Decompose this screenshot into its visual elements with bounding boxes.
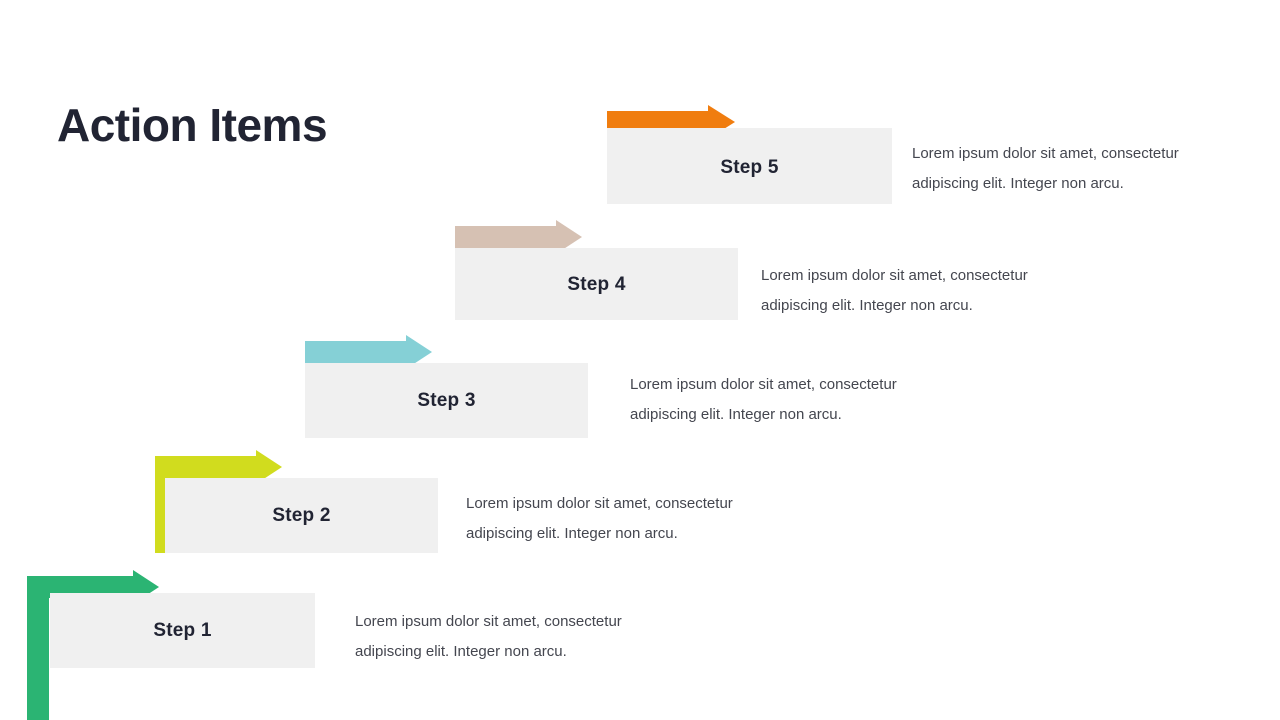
step-3-label: Step 3	[417, 390, 476, 411]
step-4-description-line-1: Lorem ipsum dolor sit amet, consectetur	[761, 267, 1028, 284]
step-2-description-line-2: adipiscing elit. Integer non arcu.	[466, 525, 678, 542]
page-title: Action Items	[57, 99, 328, 151]
step-2-arrow-shaft	[155, 456, 261, 478]
step-3-description-line-2: adipiscing elit. Integer non arcu.	[630, 406, 842, 423]
step-5-box: Step 5	[607, 128, 892, 204]
step-2-label: Step 2	[272, 505, 331, 526]
step-1-description-line-2: adipiscing elit. Integer non arcu.	[355, 643, 567, 660]
step-4-arrow-shaft	[455, 226, 561, 248]
step-3-arrow-shaft	[305, 341, 411, 363]
step-4-description-line-2: adipiscing elit. Integer non arcu.	[761, 297, 973, 314]
step-5-description-line-2: adipiscing elit. Integer non arcu.	[912, 175, 1124, 192]
step-3-box: Step 3	[305, 363, 588, 438]
step-5-arrow-shaft	[607, 111, 713, 133]
step-2-description: Lorem ipsum dolor sit amet, consectetur …	[466, 489, 733, 549]
step-4-description: Lorem ipsum dolor sit amet, consectetur …	[761, 261, 1028, 321]
step-5-description: Lorem ipsum dolor sit amet, consectetur …	[912, 139, 1179, 199]
step-4-box: Step 4	[455, 248, 738, 320]
step-5-description-line-1: Lorem ipsum dolor sit amet, consectetur	[912, 145, 1179, 162]
step-4-label: Step 4	[567, 274, 626, 295]
step-1-description: Lorem ipsum dolor sit amet, consectetur …	[355, 607, 622, 667]
step-1-description-line-1: Lorem ipsum dolor sit amet, consectetur	[355, 613, 622, 630]
step-5-label: Step 5	[720, 157, 779, 178]
step-3-description-line-1: Lorem ipsum dolor sit amet, consectetur	[630, 376, 897, 393]
step-3-description: Lorem ipsum dolor sit amet, consectetur …	[630, 370, 897, 430]
step-1-arrow-shaft	[27, 576, 139, 598]
step-2-box: Step 2	[165, 478, 438, 553]
step-1-arrow-stem	[27, 576, 49, 720]
step-2-description-line-1: Lorem ipsum dolor sit amet, consectetur	[466, 495, 733, 512]
step-1-box: Step 1	[50, 593, 315, 668]
step-1-label: Step 1	[153, 620, 212, 641]
